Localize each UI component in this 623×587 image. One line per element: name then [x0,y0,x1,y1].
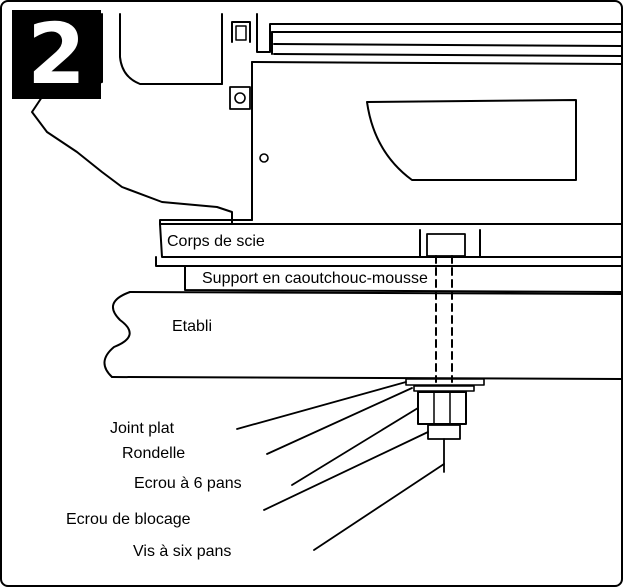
saw-base-plate [155,223,621,267]
saw-upper-rail [231,13,621,57]
washer [413,385,475,392]
saw-body [251,61,621,221]
leader-vis-six-pans [313,463,445,551]
leader-joint-plat [236,381,407,430]
step-number-badge: 2 [12,10,101,99]
rubber-foam-support [184,265,621,293]
leader-rondelle [266,387,413,455]
leader-lines [236,381,445,551]
label-rondelle: Rondelle [122,445,186,462]
hex-bolt-shaft [435,255,453,383]
label-etabli: Etabli [172,318,213,335]
blade-guard [366,99,577,181]
leader-ecrou-blocage [263,431,429,511]
label-ecrou-6-pans: Ecrou à 6 pans [134,475,242,492]
label-ecrou-de-blocage: Ecrou de blocage [66,511,191,528]
hex-nut [417,391,467,425]
label-corps-de-scie: Corps de scie [167,233,265,250]
bolt-hardware [405,378,485,473]
label-vis-a-six-pans: Vis à six pans [133,543,232,560]
lock-nut [427,424,461,440]
label-support: Support en caoutchouc-mousse [202,270,428,287]
label-joint-plat: Joint plat [110,420,175,437]
workbench [103,291,621,380]
flat-gasket [405,378,485,386]
leader-ecrou-6-pans [291,407,419,486]
